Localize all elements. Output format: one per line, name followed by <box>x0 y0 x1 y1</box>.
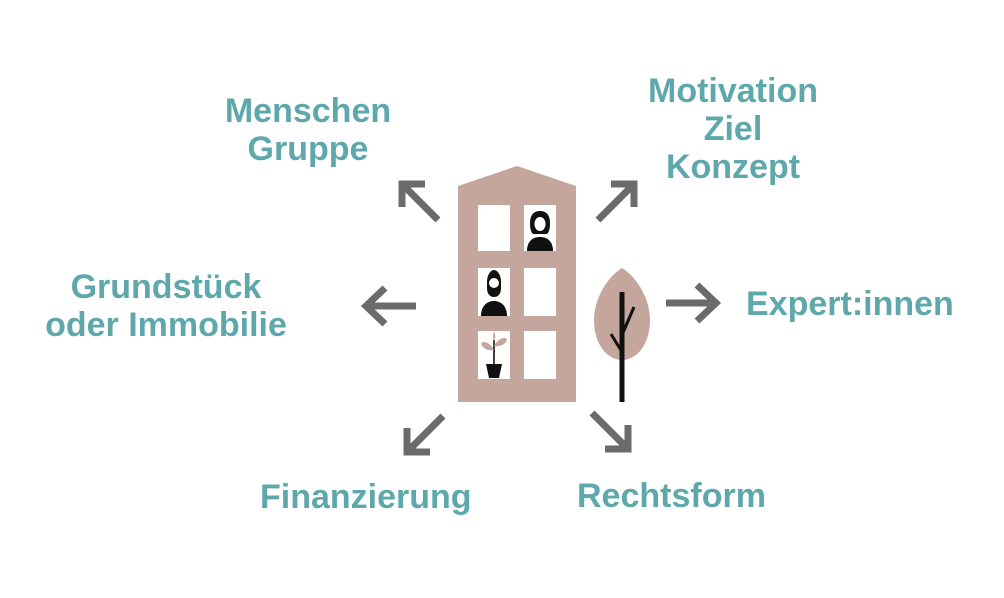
window <box>524 268 556 316</box>
label-line: Gruppe <box>247 130 369 168</box>
arrow-icon <box>403 413 446 456</box>
arrow-icon <box>666 282 722 324</box>
label-land: Grundstück oder Immobilie <box>24 268 308 344</box>
label-motivation: Motivation Ziel Konzept <box>628 72 838 186</box>
label-legal: Rechtsform <box>577 477 766 515</box>
label-line: Konzept <box>665 148 801 186</box>
arrow-icon <box>398 180 441 223</box>
label-line: Ziel <box>703 110 763 148</box>
arrow-icon <box>360 285 416 327</box>
arrows <box>360 180 722 456</box>
label-financing: Finanzierung <box>260 478 472 516</box>
arrow-icon <box>589 410 632 453</box>
label-line: Menschen <box>224 92 392 130</box>
label-line: Grundstück <box>70 268 262 306</box>
label-experts: Expert:innen <box>746 285 954 323</box>
building-icon <box>458 166 576 402</box>
window <box>524 331 556 379</box>
woman-icon <box>527 211 553 251</box>
label-line: Motivation <box>648 72 818 110</box>
arrow-icon <box>595 180 638 223</box>
tree-icon <box>594 268 650 402</box>
label-people: Menschen Gruppe <box>212 92 404 168</box>
label-line: oder Immobilie <box>45 306 287 344</box>
plant-icon <box>481 332 507 378</box>
window <box>478 205 510 251</box>
man-icon <box>481 270 507 316</box>
